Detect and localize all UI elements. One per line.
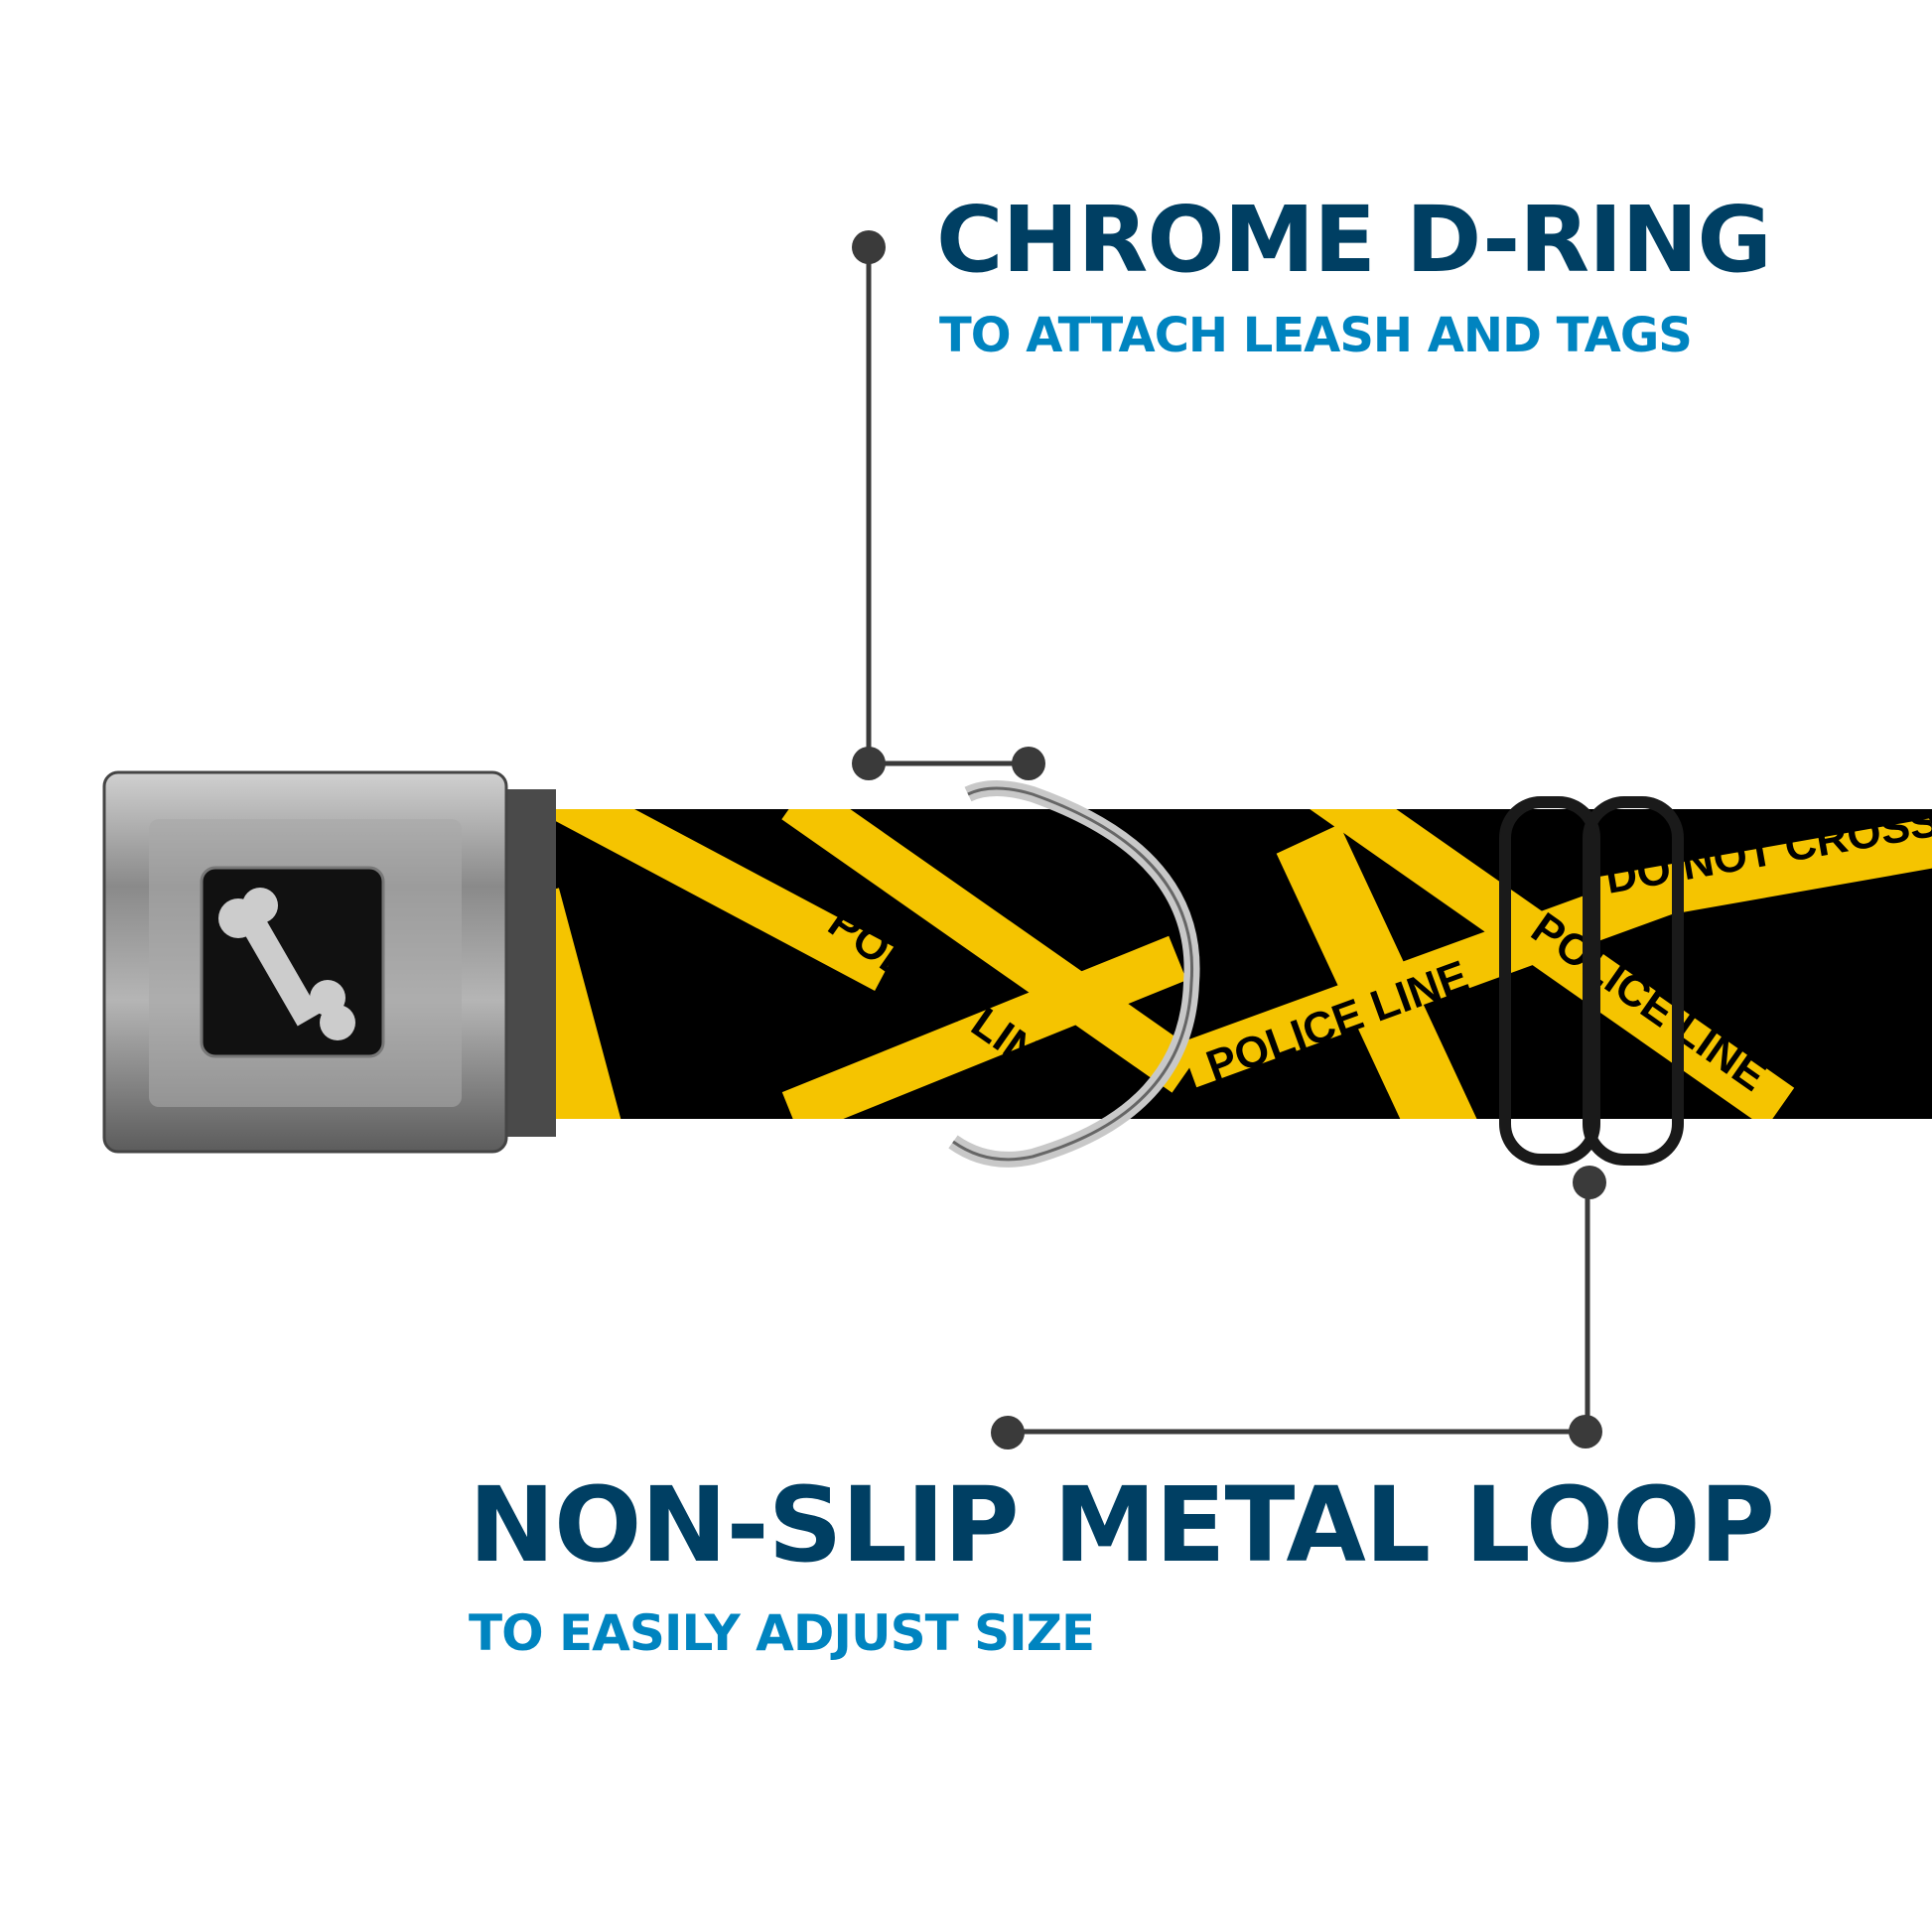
collar-webbing: POLICE LINE POLICE LINE POLICE LINE DO N… [526,809,1932,1119]
callout-leader-loop [991,1166,1606,1449]
callout-leader-d-ring [852,230,1045,780]
d-ring-title: CHROME D-RING [936,187,1772,293]
metal-loop[interactable] [1499,796,1684,1166]
d-ring-subtitle: TO ATTACH LEASH AND TAGS [939,308,1693,363]
loop-subtitle: TO EASILY ADJUST SIZE [469,1604,1095,1662]
loop-title: NON-SLIP METAL LOOP [469,1464,1775,1586]
seatbelt-buckle[interactable] [102,770,556,1154]
bone-icon [218,888,355,1040]
